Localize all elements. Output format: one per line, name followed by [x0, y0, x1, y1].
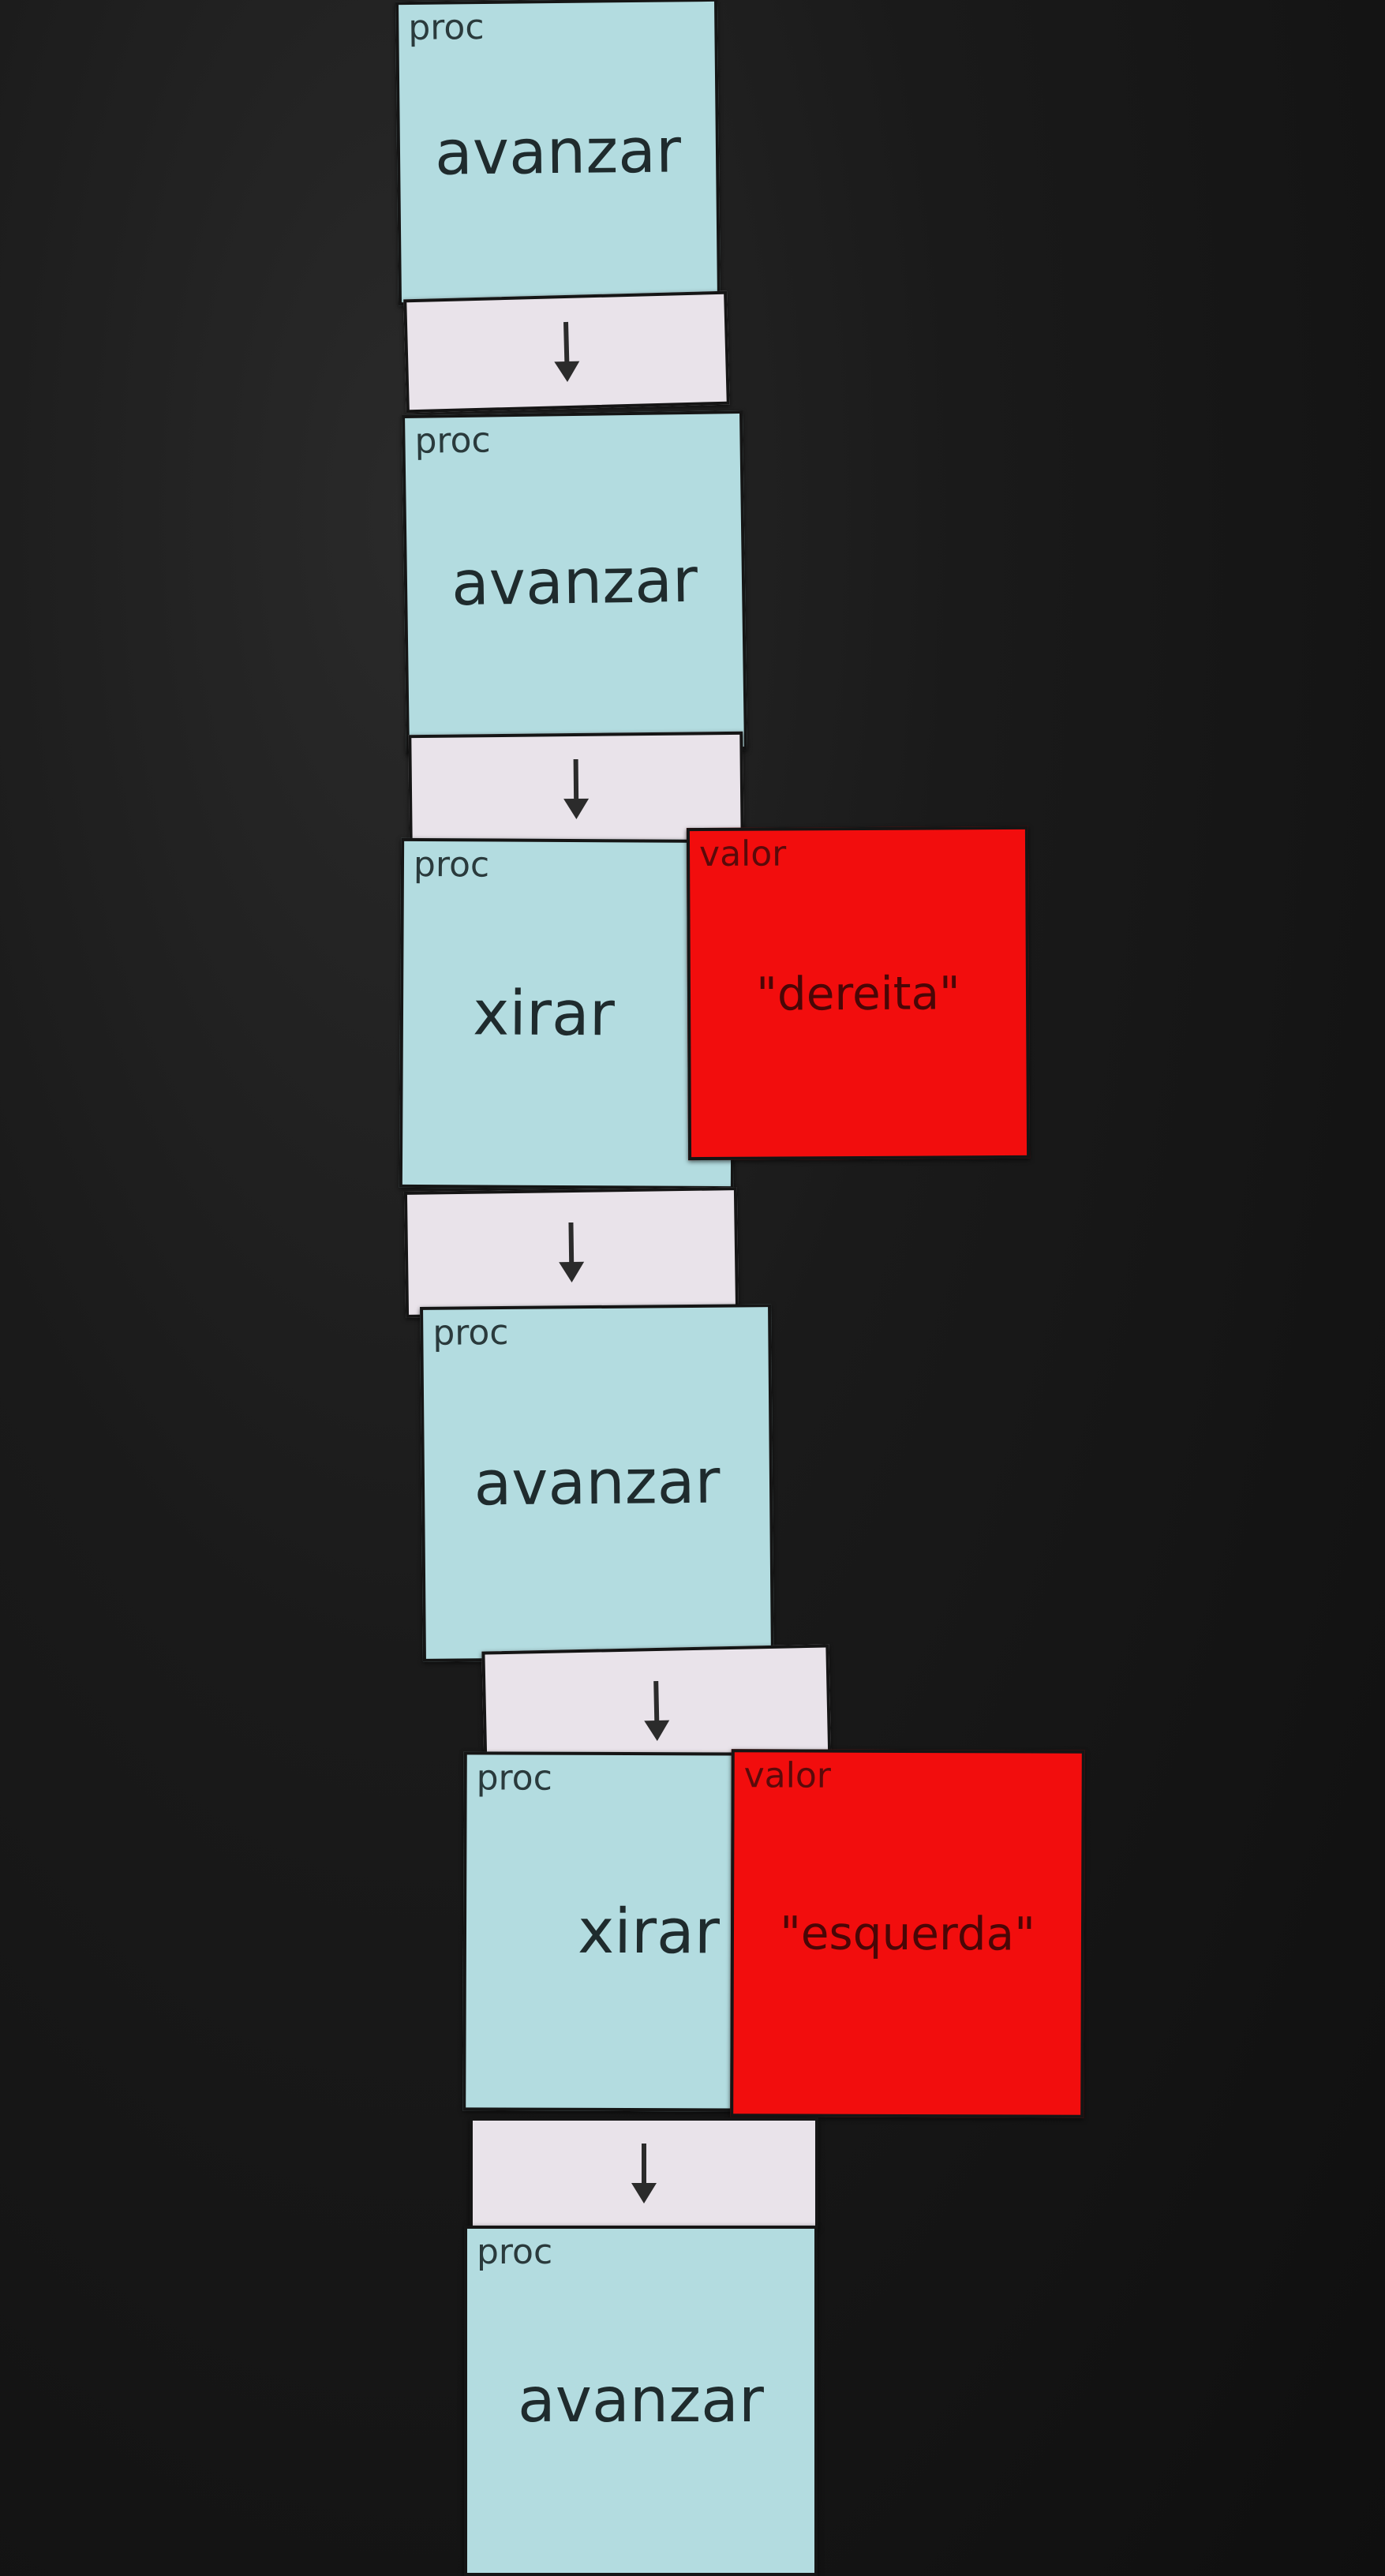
sequence-connector[interactable]	[470, 2117, 818, 2230]
proc-tag: proc	[414, 420, 492, 462]
proc-card-avanzar[interactable]: proc avanzar	[464, 2226, 818, 2576]
down-arrow-icon	[631, 2144, 657, 2203]
sequence-connector[interactable]	[403, 290, 730, 414]
proc-card-avanzar[interactable]: proc avanzar	[402, 410, 747, 754]
proc-card-avanzar[interactable]: proc avanzar	[395, 0, 721, 306]
down-arrow-icon	[559, 1222, 585, 1282]
valor-tag: valor	[698, 833, 787, 875]
valor-label: "esquerda"	[780, 1906, 1035, 1961]
proc-label: xirar	[472, 977, 616, 1050]
proc-tag: proc	[476, 1758, 552, 1799]
proc-card-xirar[interactable]: proc xirar	[399, 837, 736, 1190]
sequence-connector[interactable]	[408, 731, 744, 848]
down-arrow-icon	[644, 1680, 670, 1741]
sequence-connector[interactable]	[403, 1187, 739, 1318]
proc-label: avanzar	[434, 114, 682, 189]
proc-tag: proc	[432, 1312, 509, 1354]
sequence-connector[interactable]	[481, 1644, 832, 1778]
proc-card-xirar[interactable]: proc xirar	[462, 1751, 772, 2112]
proc-tag: proc	[413, 844, 490, 886]
proc-label: avanzar	[451, 545, 698, 620]
down-arrow-icon	[554, 321, 580, 382]
proc-tag: proc	[477, 2232, 553, 2272]
valor-label: "dereita"	[756, 965, 960, 1021]
valor-card-dereita[interactable]: valor "dereita"	[686, 826, 1031, 1161]
valor-tag: valor	[743, 1755, 832, 1796]
proc-tag: proc	[408, 6, 485, 48]
valor-card-esquerda[interactable]: valor "esquerda"	[730, 1749, 1085, 2118]
down-arrow-icon	[563, 758, 590, 819]
proc-card-avanzar[interactable]: proc avanzar	[420, 1304, 774, 1662]
proc-label: avanzar	[518, 2365, 764, 2436]
proc-label: avanzar	[474, 1446, 721, 1520]
